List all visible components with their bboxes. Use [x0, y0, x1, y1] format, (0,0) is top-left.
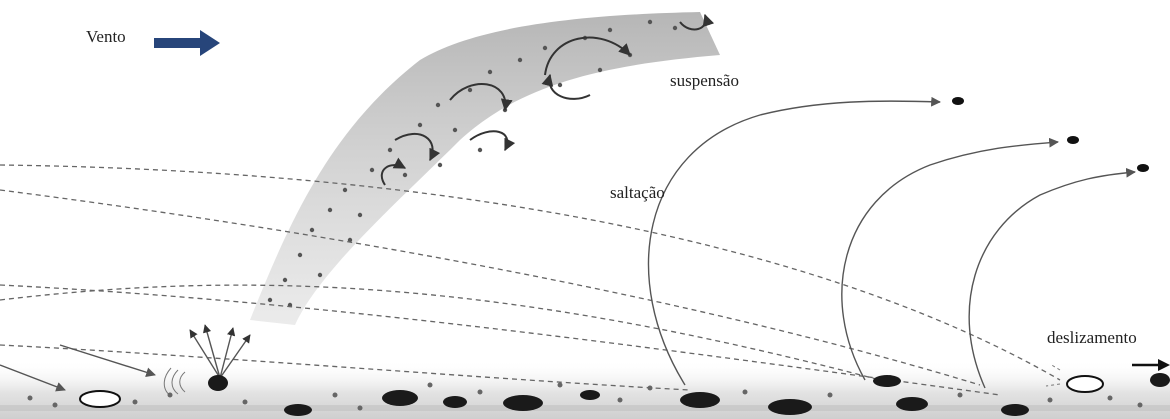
suspension-label: suspensão	[670, 71, 739, 91]
creep-label: deslizamento	[1047, 328, 1137, 348]
saltation-label: saltação	[610, 183, 665, 203]
wind-label: Vento	[86, 27, 126, 47]
wind-arrow	[154, 30, 220, 56]
airborne-particles	[952, 97, 1149, 172]
